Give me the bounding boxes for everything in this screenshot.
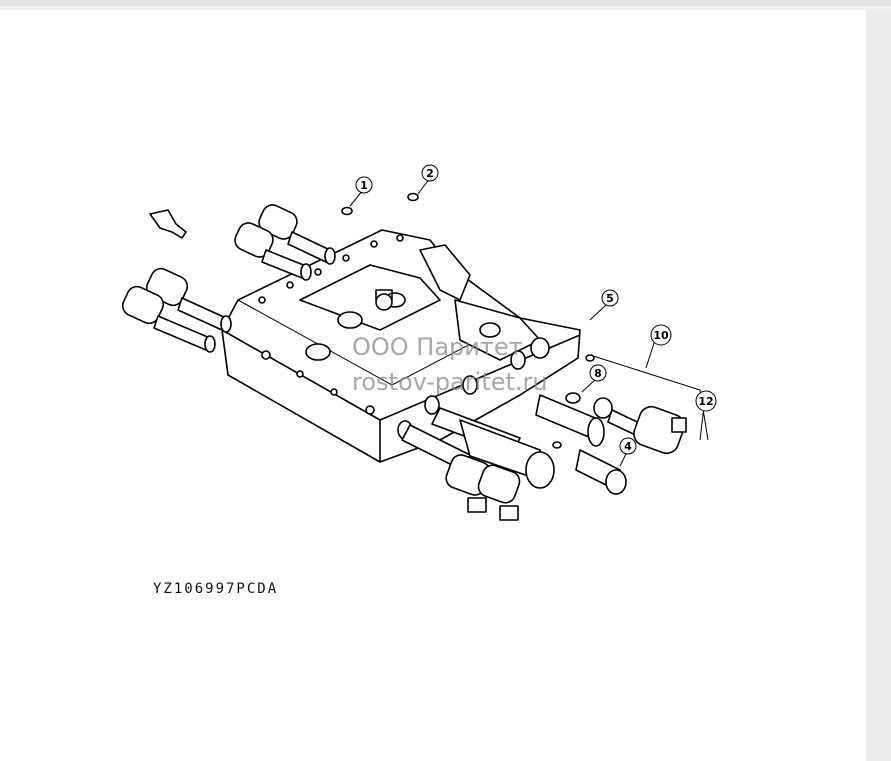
svg-text:10: 10	[653, 329, 669, 342]
o-ring-2	[407, 192, 419, 202]
o-ring-3	[552, 441, 562, 449]
watermark-url: rostov-paritet.ru	[352, 368, 548, 396]
solenoid-right-12	[593, 397, 687, 455]
watermark-company: ООО Паритет	[352, 333, 523, 361]
svg-text:1: 1	[360, 179, 368, 192]
callout-4: 4	[619, 437, 637, 455]
solenoid-right-4	[535, 394, 627, 495]
svg-text:5: 5	[606, 292, 614, 305]
pressure-sensor	[149, 209, 187, 239]
o-ring-8	[565, 392, 581, 404]
callout-1: 1	[355, 176, 373, 194]
callout-5: 5	[601, 289, 619, 307]
solenoid-upper-left-1	[258, 204, 336, 265]
valve-body-housing	[221, 229, 581, 463]
leader-lines	[349, 177, 709, 467]
solenoid-upper-left-2	[234, 222, 312, 281]
svg-text:12: 12	[698, 395, 713, 408]
solenoid-large-front	[459, 419, 555, 489]
callout-12: 12	[695, 390, 717, 412]
svg-text:8: 8	[594, 367, 602, 380]
callout-10: 10	[650, 324, 672, 346]
svg-text:4: 4	[624, 440, 632, 453]
top-strip	[0, 0, 891, 6]
figure-caption: YZ106997PCDA	[153, 581, 279, 597]
svg-text:2: 2	[426, 167, 434, 180]
right-scrollbar-gutter[interactable]	[866, 10, 891, 761]
solenoid-lower-left-2	[121, 285, 216, 353]
callout-8: 8	[589, 364, 607, 382]
callout-2: 2	[421, 164, 439, 182]
o-ring-1	[341, 206, 353, 216]
